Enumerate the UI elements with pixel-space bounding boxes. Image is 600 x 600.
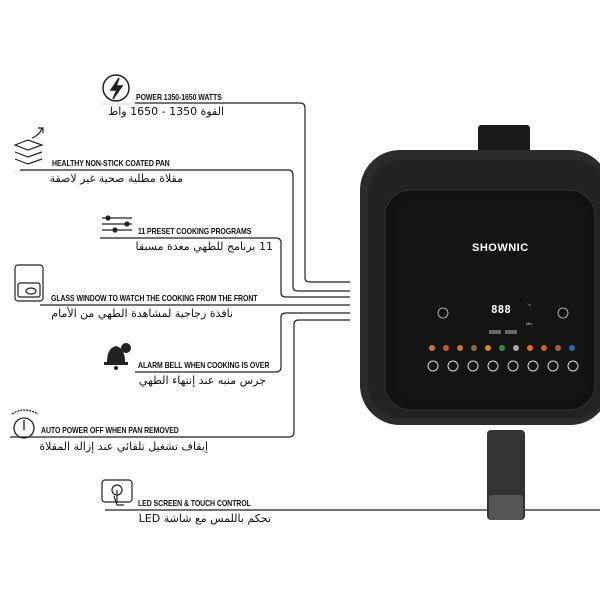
- connector-programs: [100, 237, 350, 298]
- feature-title: AUTO POWER OFF WHEN PAN REMOVED: [41, 425, 179, 435]
- layers-icon: [13, 127, 44, 165]
- feature-title-ar: 11 برنامج للطهي معدة مسبقا: [135, 240, 273, 253]
- brand-logo: SHOWNIC: [472, 242, 529, 254]
- touch-screen-icon: [101, 479, 133, 506]
- led-display: 888: [491, 303, 511, 316]
- time-unit: Min: [526, 321, 533, 326]
- feature-title: GLASS WINDOW TO WATCH THE COOKING FROM T…: [51, 293, 258, 303]
- temp-unit: °c: [527, 302, 531, 307]
- feature-title-ar: نافذة زجاجية لمشاهدة الطهي من الأمام: [51, 307, 233, 320]
- alarm-bell-icon: [104, 343, 131, 370]
- feature-title-ar: القوة 1350 - 1650 واط: [108, 105, 224, 118]
- feature-title-ar: مقلاة مطلية صحية غير لاصقة: [49, 172, 183, 185]
- feature-title: HEALTHY NON-STICK COATED PAN: [52, 158, 170, 168]
- feature-title: ALARM BELL WHEN COOKING IS OVER: [138, 360, 270, 370]
- feature-title: POWER 1350-1650 WATTS: [136, 92, 222, 102]
- sliders-icon: [102, 215, 132, 233]
- feature-title: 11 PRESET COOKING PROGRAMS: [138, 226, 252, 236]
- air-fryer-image: [360, 125, 600, 520]
- connector-pan: [20, 169, 350, 292]
- oven-window-icon: [14, 264, 44, 302]
- lightning-bolt-icon: [102, 74, 130, 102]
- feature-title-ar: إيقاف تشغيل تلقائي عند إزالة المقلاة: [39, 440, 208, 453]
- feature-title: LED SCREEN & TOUCH CONTROL: [138, 498, 251, 508]
- connector-power: [135, 102, 350, 283]
- power-icon: [11, 409, 39, 439]
- feature-title-ar: تحكم باللمس مع شاشة LED: [138, 512, 271, 525]
- feature-title-ar: جرس منبه عند إنتهاء الطهي: [138, 374, 266, 387]
- connector-autopower: [10, 319, 350, 438]
- connector-alarm: [135, 312, 350, 373]
